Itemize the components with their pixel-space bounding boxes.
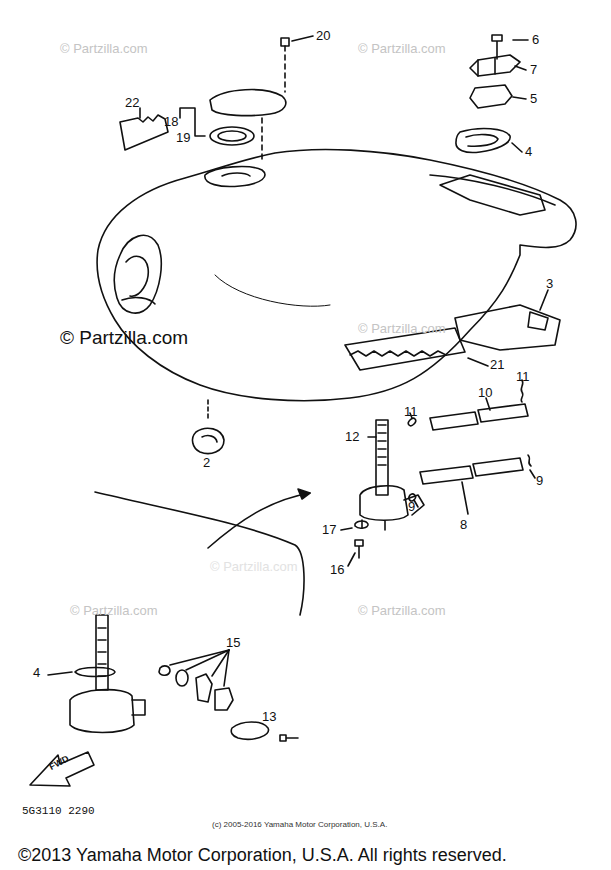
callout-number: 15 (226, 636, 240, 649)
callout-number: 11 (516, 370, 530, 383)
callout-number: 9 (408, 500, 415, 513)
direction-label: FWD (48, 754, 70, 772)
callout-number: 13 (262, 710, 276, 723)
watermark: © Partzilla.com (210, 560, 298, 573)
callout-number: 5 (530, 92, 537, 105)
callout-number: 21 (490, 358, 504, 371)
rubber-pads (208, 290, 560, 420)
fuel-hoses (408, 380, 535, 514)
callout-number: 10 (478, 386, 492, 399)
callout-number: 9 (536, 474, 543, 487)
copyright-line: ©2013 Yamaha Motor Corporation, U.S.A. A… (18, 846, 507, 864)
callout-number: 4 (33, 666, 40, 679)
drawing-code: 5G3110 2290 (22, 806, 95, 817)
watermark: © Partzilla.com (358, 604, 446, 617)
callout-number: 11 (404, 405, 418, 418)
watermark: © Partzilla.com (60, 328, 188, 347)
tank-cap (180, 38, 289, 162)
watermark: © Partzilla.com (358, 42, 446, 55)
grommet (193, 428, 224, 453)
leader-lines (140, 36, 488, 452)
callout-number: 3 (546, 277, 553, 290)
watermark: © Partzilla.com (60, 42, 148, 55)
callout-number: 19 (176, 131, 190, 144)
callout-number: 2 (203, 456, 210, 469)
detail-view (48, 489, 310, 741)
screw-washer (341, 521, 368, 566)
callout-number: 4 (525, 145, 532, 158)
callout-number: 16 (330, 563, 344, 576)
callout-number: 7 (530, 63, 537, 76)
callout-number: 22 (125, 96, 139, 109)
fuel-tank (97, 149, 576, 400)
copyright-note: (c) 2005-2016 Yamaha Motor Corporation, … (212, 821, 387, 829)
fwd-arrow (30, 752, 94, 786)
callout-number: 6 (532, 33, 539, 46)
callout-number: 18 (164, 115, 178, 128)
callout-number: 20 (316, 29, 330, 42)
callout-number: 17 (322, 523, 336, 536)
damper-parts (456, 35, 528, 153)
emblem-plate (120, 115, 168, 150)
callout-number: 8 (460, 518, 467, 531)
watermark: © Partzilla.com (70, 604, 158, 617)
fuel-cock (360, 420, 424, 530)
callout-number: 12 (345, 430, 359, 443)
watermark: © Partzilla.com (358, 322, 446, 335)
